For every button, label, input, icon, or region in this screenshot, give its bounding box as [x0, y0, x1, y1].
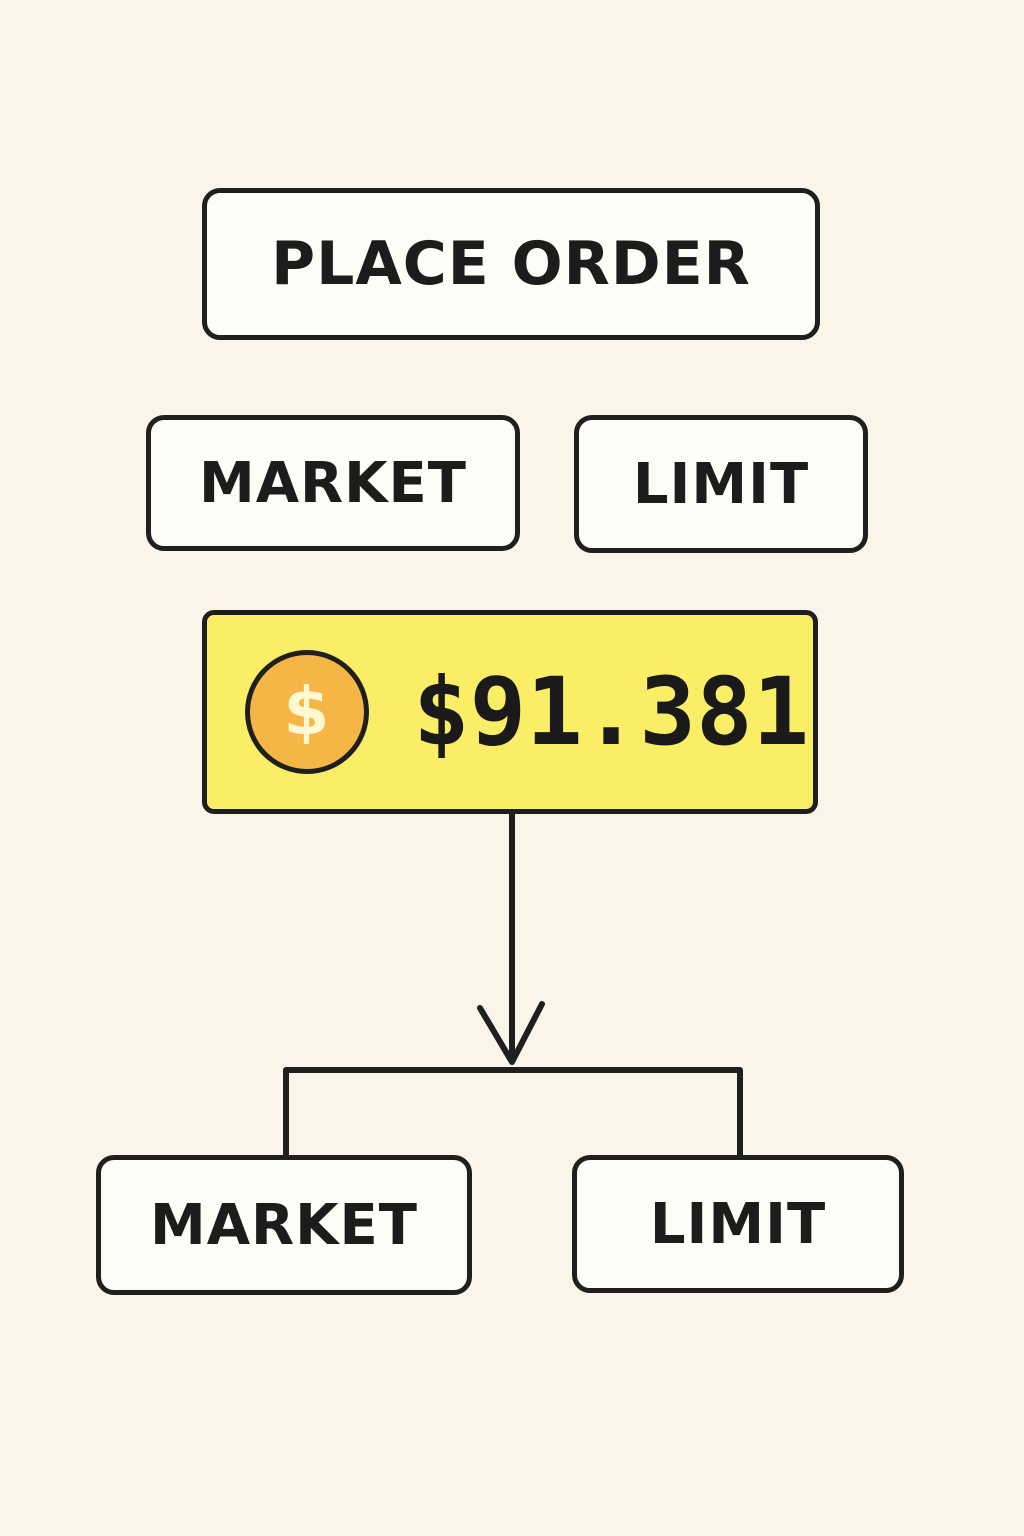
market-order-label: MARKET: [198, 450, 468, 516]
place-order-title: PLACE ORDER: [202, 188, 820, 340]
branch-limit-button[interactable]: LIMIT: [572, 1155, 904, 1293]
limit-order-label: LIMIT: [632, 451, 810, 517]
arrow-head-icon: [477, 1001, 545, 1065]
limit-order-button[interactable]: LIMIT: [574, 415, 868, 553]
price-display: $ $91.381: [202, 610, 818, 814]
branch-market-label: MARKET: [149, 1192, 419, 1258]
dollar-sign-glyph: $: [283, 673, 331, 750]
dollar-coin-icon: $: [245, 650, 369, 774]
branch-connector: [283, 1067, 743, 1158]
price-value: $91.381: [413, 657, 810, 767]
market-order-button[interactable]: MARKET: [146, 415, 520, 551]
branch-market-button[interactable]: MARKET: [96, 1155, 472, 1295]
place-order-title-label: PLACE ORDER: [271, 229, 751, 299]
branch-limit-label: LIMIT: [649, 1191, 827, 1257]
